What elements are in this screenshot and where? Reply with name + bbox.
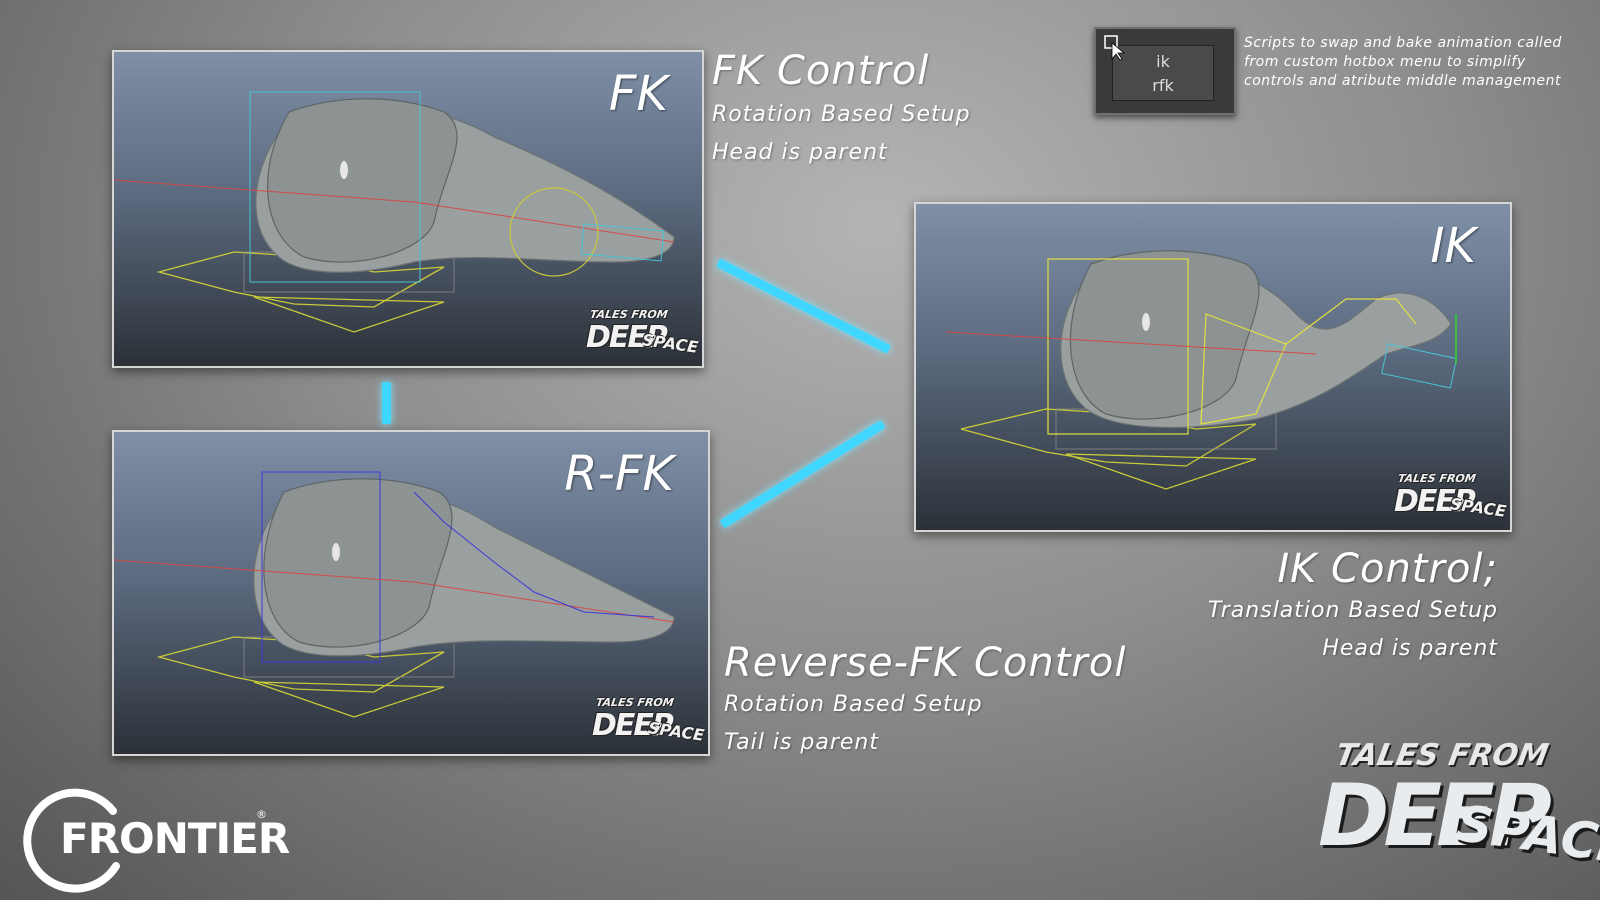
cursor-icon — [1104, 35, 1126, 61]
rfk-label: R-FK — [564, 446, 674, 502]
hotbox-menu: ik rfk — [1112, 45, 1214, 101]
rfk-subtitle-2: Tail is parent — [724, 730, 879, 755]
rfk-creature-render — [114, 471, 675, 718]
ik-creature-render — [945, 250, 1458, 490]
ik-game-logo: TALES FROM DEEP SPACE — [1394, 472, 1508, 521]
ik-viewport: IK TALES FROM DEEP SPACE — [914, 202, 1512, 532]
rfk-ik-connector — [719, 419, 886, 529]
frontier-wordmark: FRONTIER — [60, 814, 290, 863]
frontier-ring-icon — [23, 788, 120, 893]
registered-mark: ® — [256, 808, 267, 821]
fk-subtitle-1: Rotation Based Setup — [712, 102, 971, 127]
rfk-viewport: R-FK TALES FROM DEEP SPACE — [112, 430, 710, 756]
game-logo-line2: DEEP — [1318, 766, 1552, 866]
fk-subtitle-2: Head is parent — [712, 140, 888, 165]
fk-label: FK — [608, 66, 668, 122]
rfk-game-logo: TALES FROM DEEP SPACE — [592, 696, 706, 745]
ik-subtitle-1: Translation Based Setup — [1208, 598, 1498, 623]
ik-subtitle-2: Head is parent — [1322, 636, 1498, 661]
fk-creature-render — [114, 91, 675, 333]
hotbox-item-rfk[interactable]: rfk — [1152, 76, 1174, 95]
hotbox-menu-screenshot: ik rfk — [1094, 27, 1236, 115]
frontier-logo: FRONTIER ® — [18, 788, 290, 893]
fk-viewport: FK TALES FROM DEEP SPACE — [112, 50, 704, 368]
fk-ik-connector — [715, 258, 892, 354]
rfk-title: Reverse-FK Control — [724, 640, 1127, 686]
fk-rfk-connector — [382, 382, 391, 424]
fk-game-logo: TALES FROM DEEP SPACE — [586, 308, 700, 357]
hotbox-note: Scripts to swap and bake animation calle… — [1244, 35, 1562, 89]
rfk-subtitle-1: Rotation Based Setup — [724, 692, 983, 717]
ik-title: IK Control; — [1277, 546, 1498, 592]
game-logo: TALES FROM DEEP SPACE — [1318, 728, 1600, 888]
ik-label: IK — [1430, 218, 1476, 274]
hotbox-item-ik[interactable]: ik — [1156, 52, 1170, 71]
fk-title: FK Control — [712, 48, 930, 94]
